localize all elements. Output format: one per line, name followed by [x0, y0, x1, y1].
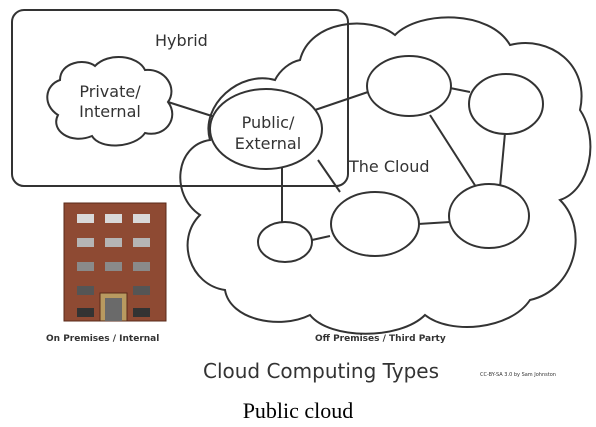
link-private-public [167, 101, 216, 118]
hybrid-label: Hybrid [155, 31, 208, 50]
public-node [209, 88, 323, 170]
figure-caption: Public cloud [243, 398, 354, 423]
node-bottom-right [448, 183, 530, 249]
off-premises-caption: Off Premises / Third Party [315, 334, 446, 344]
private-cloud: Private/ Internal [46, 55, 174, 147]
link-public-middle [317, 159, 341, 193]
network-links [167, 87, 506, 241]
cloud-nodes [209, 55, 544, 263]
attribution-text: CC-BY-SA 3.0 by Sam Johnston [480, 372, 556, 378]
link-top-bottomright [429, 114, 479, 191]
link-public-top [314, 91, 369, 111]
building-icon [63, 202, 167, 322]
link-top-right [449, 87, 471, 93]
private-label-line1: Private/ [79, 82, 141, 101]
link-small-middle [311, 235, 331, 241]
link-right-bottomright [499, 132, 506, 188]
on-premises-caption: On Premises / Internal [46, 334, 159, 344]
node-top [366, 55, 452, 117]
private-label-line2: Internal [79, 102, 141, 121]
public-label-line2: External [235, 134, 301, 153]
node-right [468, 73, 544, 135]
diagram-title: Cloud Computing Types [203, 359, 439, 383]
building-windows [77, 214, 150, 317]
link-middle-bottomright [417, 221, 451, 225]
cloud-label: The Cloud [348, 157, 430, 176]
public-label-line1: Public/ [242, 113, 295, 132]
node-small [257, 221, 313, 263]
node-middle [330, 191, 420, 257]
